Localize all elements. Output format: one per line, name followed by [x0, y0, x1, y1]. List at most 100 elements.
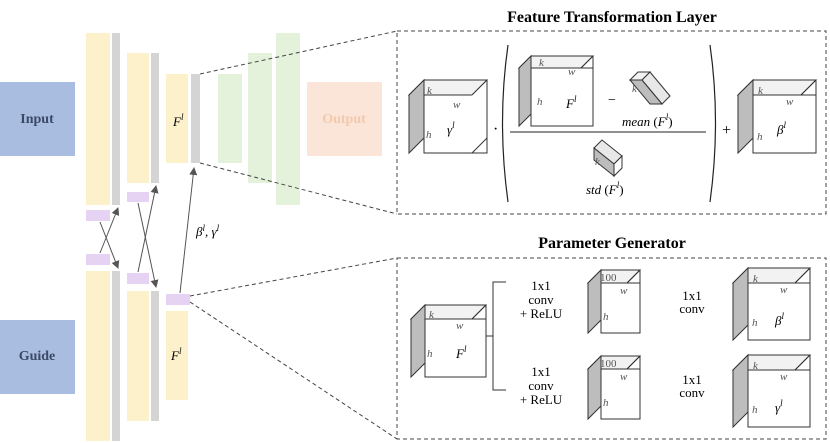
- zoom-line-bottom-2: [189, 301, 398, 440]
- upper-yellow-layer-1: [86, 33, 110, 205]
- decoder-green-3: [276, 33, 300, 205]
- purple-block-1: [86, 210, 110, 221]
- top-channels: 100: [600, 272, 617, 284]
- std-label: std (Fl): [586, 180, 624, 197]
- mean-label: mean (Fl): [622, 112, 673, 129]
- lower-yellow-layer-1: [86, 271, 110, 441]
- output-box: [307, 82, 382, 156]
- pg-title: Parameter Generator: [538, 235, 686, 252]
- pg-branch-bracket: [486, 281, 506, 391]
- top-conv-relu-line2: conv: [528, 292, 554, 307]
- feature-bottom-label: Fl: [170, 346, 182, 363]
- pg-gamma-label: γl: [775, 398, 783, 415]
- mean-dim-k: k: [632, 83, 638, 95]
- guide-label: Guide: [19, 349, 56, 364]
- cross-arrow-1: [99, 221, 120, 269]
- paren-right: [709, 44, 717, 203]
- purple-block-4: [127, 273, 149, 284]
- ftl-title: Feature Transformation Layer: [507, 9, 717, 26]
- gamma-cube-label: γl: [447, 120, 455, 137]
- num-dim-w: w: [568, 66, 576, 78]
- output-label: Output: [322, 112, 366, 127]
- mean-bar: k: [628, 71, 671, 105]
- feature-cube-numerator: k w h Fl: [517, 54, 595, 128]
- top-conv-relu-line3: + ReLU: [520, 306, 563, 321]
- ftl-panel: [396, 30, 827, 215]
- beta-cube: k w h βl: [736, 78, 818, 155]
- num-f-label: Fl: [565, 94, 577, 111]
- bottom-conv-relu-line3: + ReLU: [520, 392, 563, 407]
- top-inter-dim-w: w: [620, 285, 628, 297]
- plus-sign: +: [722, 122, 731, 139]
- bottom-conv-relu-line2: conv: [528, 378, 554, 393]
- lower-yellow-layer-3: [166, 311, 188, 400]
- upper-yellow-layer-2: [127, 53, 149, 183]
- gamma-cube: k w h γl: [407, 78, 489, 155]
- top-conv-line2: conv: [679, 301, 705, 316]
- upper-gray-layer-1: [112, 33, 120, 205]
- pg-gamma-dim-h: h: [752, 404, 758, 416]
- beta-gamma-arrow: [179, 167, 198, 294]
- pg-gamma-dim-w: w: [780, 371, 788, 383]
- bottom-conv-line2: conv: [679, 385, 705, 400]
- decoder-green-2: [248, 53, 272, 183]
- num-dim-k: k: [539, 57, 545, 69]
- cross-arrow-3: [137, 202, 159, 288]
- lower-yellow-layer-2: [127, 291, 149, 421]
- purple-block-3: [86, 254, 110, 265]
- pg-dim-w: w: [456, 320, 464, 332]
- zoom-line-top-1: [199, 30, 398, 75]
- beta-dim-w: w: [786, 96, 794, 108]
- pg-beta-dim-h: h: [752, 317, 758, 329]
- paren-left: [501, 44, 509, 203]
- top-intermediate-cube: 100 w h: [586, 268, 642, 335]
- bottom-conv-line1: 1x1: [682, 372, 702, 387]
- upper-gray-layer-2: [151, 53, 159, 183]
- guide-box: [0, 320, 75, 394]
- bottom-conv-relu-line1: 1x1: [531, 364, 551, 379]
- multiply-dot: ·: [493, 121, 498, 138]
- pg-dim-h: h: [427, 348, 433, 360]
- lower-gray-layer-2: [151, 291, 159, 421]
- gamma-dim-h: h: [426, 129, 432, 141]
- feature-top-label: Fl: [172, 112, 184, 129]
- minus-sign: −: [608, 93, 616, 108]
- num-dim-h: h: [537, 96, 543, 108]
- pg-feature-cube: k w h Fl: [409, 303, 488, 379]
- beta-dim-k: k: [758, 85, 764, 97]
- bottom-intermediate-cube: 100 w h: [586, 354, 642, 421]
- std-dim-k: k: [595, 156, 601, 168]
- pg-gamma-cube: k w h γl: [731, 353, 812, 429]
- std-bar: k: [593, 139, 623, 178]
- zoom-line-bottom-1: [189, 257, 398, 297]
- purple-block-2: [127, 192, 149, 202]
- input-label: Input: [20, 112, 54, 127]
- pg-beta-cube: k w h βl: [731, 266, 812, 342]
- beta-gamma-label: βl, γl: [195, 223, 220, 239]
- top-conv-relu-line1: 1x1: [531, 278, 551, 293]
- zoom-line-top-2: [199, 162, 398, 215]
- pg-dim-k: k: [429, 309, 435, 321]
- bottom-inter-dim-w: w: [620, 371, 628, 383]
- purple-block-5: [166, 294, 190, 305]
- decoder-green-1: [218, 74, 242, 163]
- pg-beta-dim-k: k: [753, 273, 759, 285]
- cross-arrow-2: [99, 207, 120, 254]
- pg-f-label: Fl: [455, 344, 467, 361]
- gamma-dim-w: w: [453, 99, 461, 111]
- input-box: [0, 82, 75, 156]
- beta-dim-h: h: [757, 131, 763, 143]
- cross-arrow-4: [137, 185, 159, 273]
- pg-gamma-dim-k: k: [753, 360, 759, 372]
- bottom-channels: 100: [600, 358, 617, 370]
- pg-panel: [396, 257, 827, 440]
- lower-gray-layer-1: [112, 271, 120, 441]
- top-inter-dim-h: h: [603, 311, 609, 323]
- pg-beta-dim-w: w: [780, 284, 788, 296]
- top-conv-line1: 1x1: [682, 288, 702, 303]
- upper-yellow-layer-3: [166, 74, 188, 163]
- pg-beta-label: βl: [774, 311, 784, 328]
- beta-cube-label: βl: [776, 120, 786, 137]
- upper-gray-layer-3: [191, 74, 200, 163]
